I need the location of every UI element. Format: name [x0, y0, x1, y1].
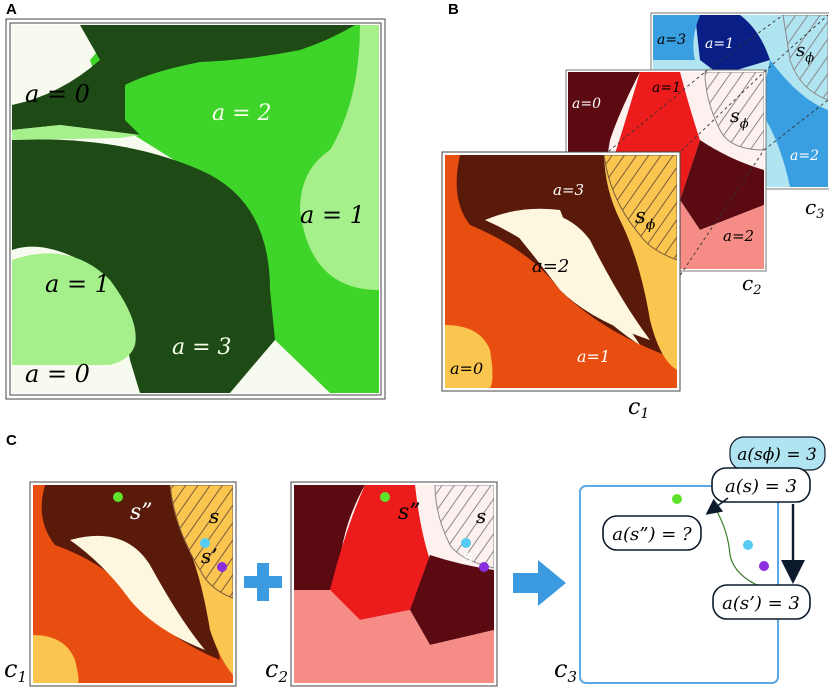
panel-a-label-a1-left: a = 1 [45, 270, 110, 298]
panel-b-c2-label-a2: a=2 [723, 227, 754, 245]
box-a-s-phi-text: a(sϕ) = 3 [737, 445, 817, 465]
panel-c-c1-s2-label: s” [130, 500, 153, 525]
box-a-s1-text: a(s’) = 3 [722, 593, 800, 614]
panel-b-c1-hatch-label: sϕ [635, 204, 656, 233]
panel-b-c3-label-a3: a=3 [657, 32, 686, 48]
arrow-to-s2 [705, 497, 729, 515]
panel-letter-a: A [6, 1, 17, 18]
panel-b-c3-name: c3 [805, 195, 824, 222]
panel-b-c1-label-a2: a=2 [532, 256, 569, 277]
panel-a-map: a = 0 a = 2 a = 1 a = 1 a = 3 a = 0 [5, 18, 386, 400]
panel-b-c1-label-a0: a=0 [450, 359, 483, 378]
panel-a-label-a0-bottom: a = 0 [25, 360, 90, 388]
panel-letter-b: B [448, 1, 459, 18]
panel-b-c1-label-a1: a=1 [577, 347, 610, 366]
box-a-s-phi: a(sϕ) = 3 [729, 436, 826, 471]
box-a-s-text: a(s) = 3 [725, 476, 797, 497]
panel-letter-c: C [6, 432, 17, 449]
panel-b-c2-name: c2 [742, 271, 761, 298]
panel-b-c3-hatch-label: sϕ [796, 40, 814, 66]
panel-b-c1-layer: a=3 a=2 a=1 a=0 sϕ c1 [441, 151, 681, 422]
panel-b-projection-lines [603, 14, 829, 281]
panel-c-c3-dot-green [672, 494, 682, 504]
panel-b-c1-name: c1 [628, 395, 649, 422]
box-a-s1: a(s’) = 3 [712, 584, 811, 620]
panel-c-c2-name: c2 [265, 655, 288, 686]
panel-c-c3-dot-cyan [743, 540, 753, 550]
panel-c-c1-s1-label: s’ [201, 544, 218, 568]
panel-c-c3-dot-purple [759, 561, 769, 571]
panel-c-c1-dot-cyan [200, 538, 210, 548]
panel-c-c1-s-label: s [209, 504, 219, 528]
panel-c-c2-s2-label: s” [398, 500, 421, 525]
panel-c-c1-map: s” s s’ c1 [4, 481, 237, 687]
plus-icon [244, 563, 282, 601]
panel-c-c1-name: c1 [4, 655, 27, 686]
panel-c-c2-s1-label: s’ [463, 544, 480, 568]
panel-a-label-a1-right: a = 1 [300, 201, 365, 229]
panel-c-c1-dot-green [113, 492, 123, 502]
panel-b-c1-label-a3: a=3 [553, 181, 584, 199]
panel-c-c1-dot-purple [217, 562, 227, 572]
panel-b-c3-label-a1: a=1 [705, 36, 734, 52]
panel-a-label-a0-top: a = 0 [25, 80, 90, 108]
panel-b-c2-hatch-label: sϕ [730, 105, 749, 132]
box-a-s: a(s) = 3 [711, 467, 811, 503]
panel-c-c2-dot-cyan [461, 538, 471, 548]
panel-c-c3-name: c3 [554, 655, 577, 686]
box-a-s2: a(s”) = ? [602, 515, 702, 551]
panel-b-c2-label-a1: a=1 [652, 80, 681, 96]
panel-c-c2-dot-purple [479, 562, 489, 572]
panel-a-label-a2: a = 2 [212, 101, 272, 126]
right-arrow-icon [513, 560, 566, 606]
panel-b-c3-label-a2: a=2 [790, 148, 819, 164]
panel-a-label-a3: a = 3 [172, 335, 232, 360]
panel-c-c2-s-label: s [476, 504, 486, 528]
panel-c-c2-map: s” s s’ c2 [265, 481, 498, 687]
panel-c-c2-dot-green [380, 492, 390, 502]
panel-b-c2-label-a0: a=0 [572, 96, 601, 112]
box-a-s2-text: a(s”) = ? [612, 524, 692, 545]
